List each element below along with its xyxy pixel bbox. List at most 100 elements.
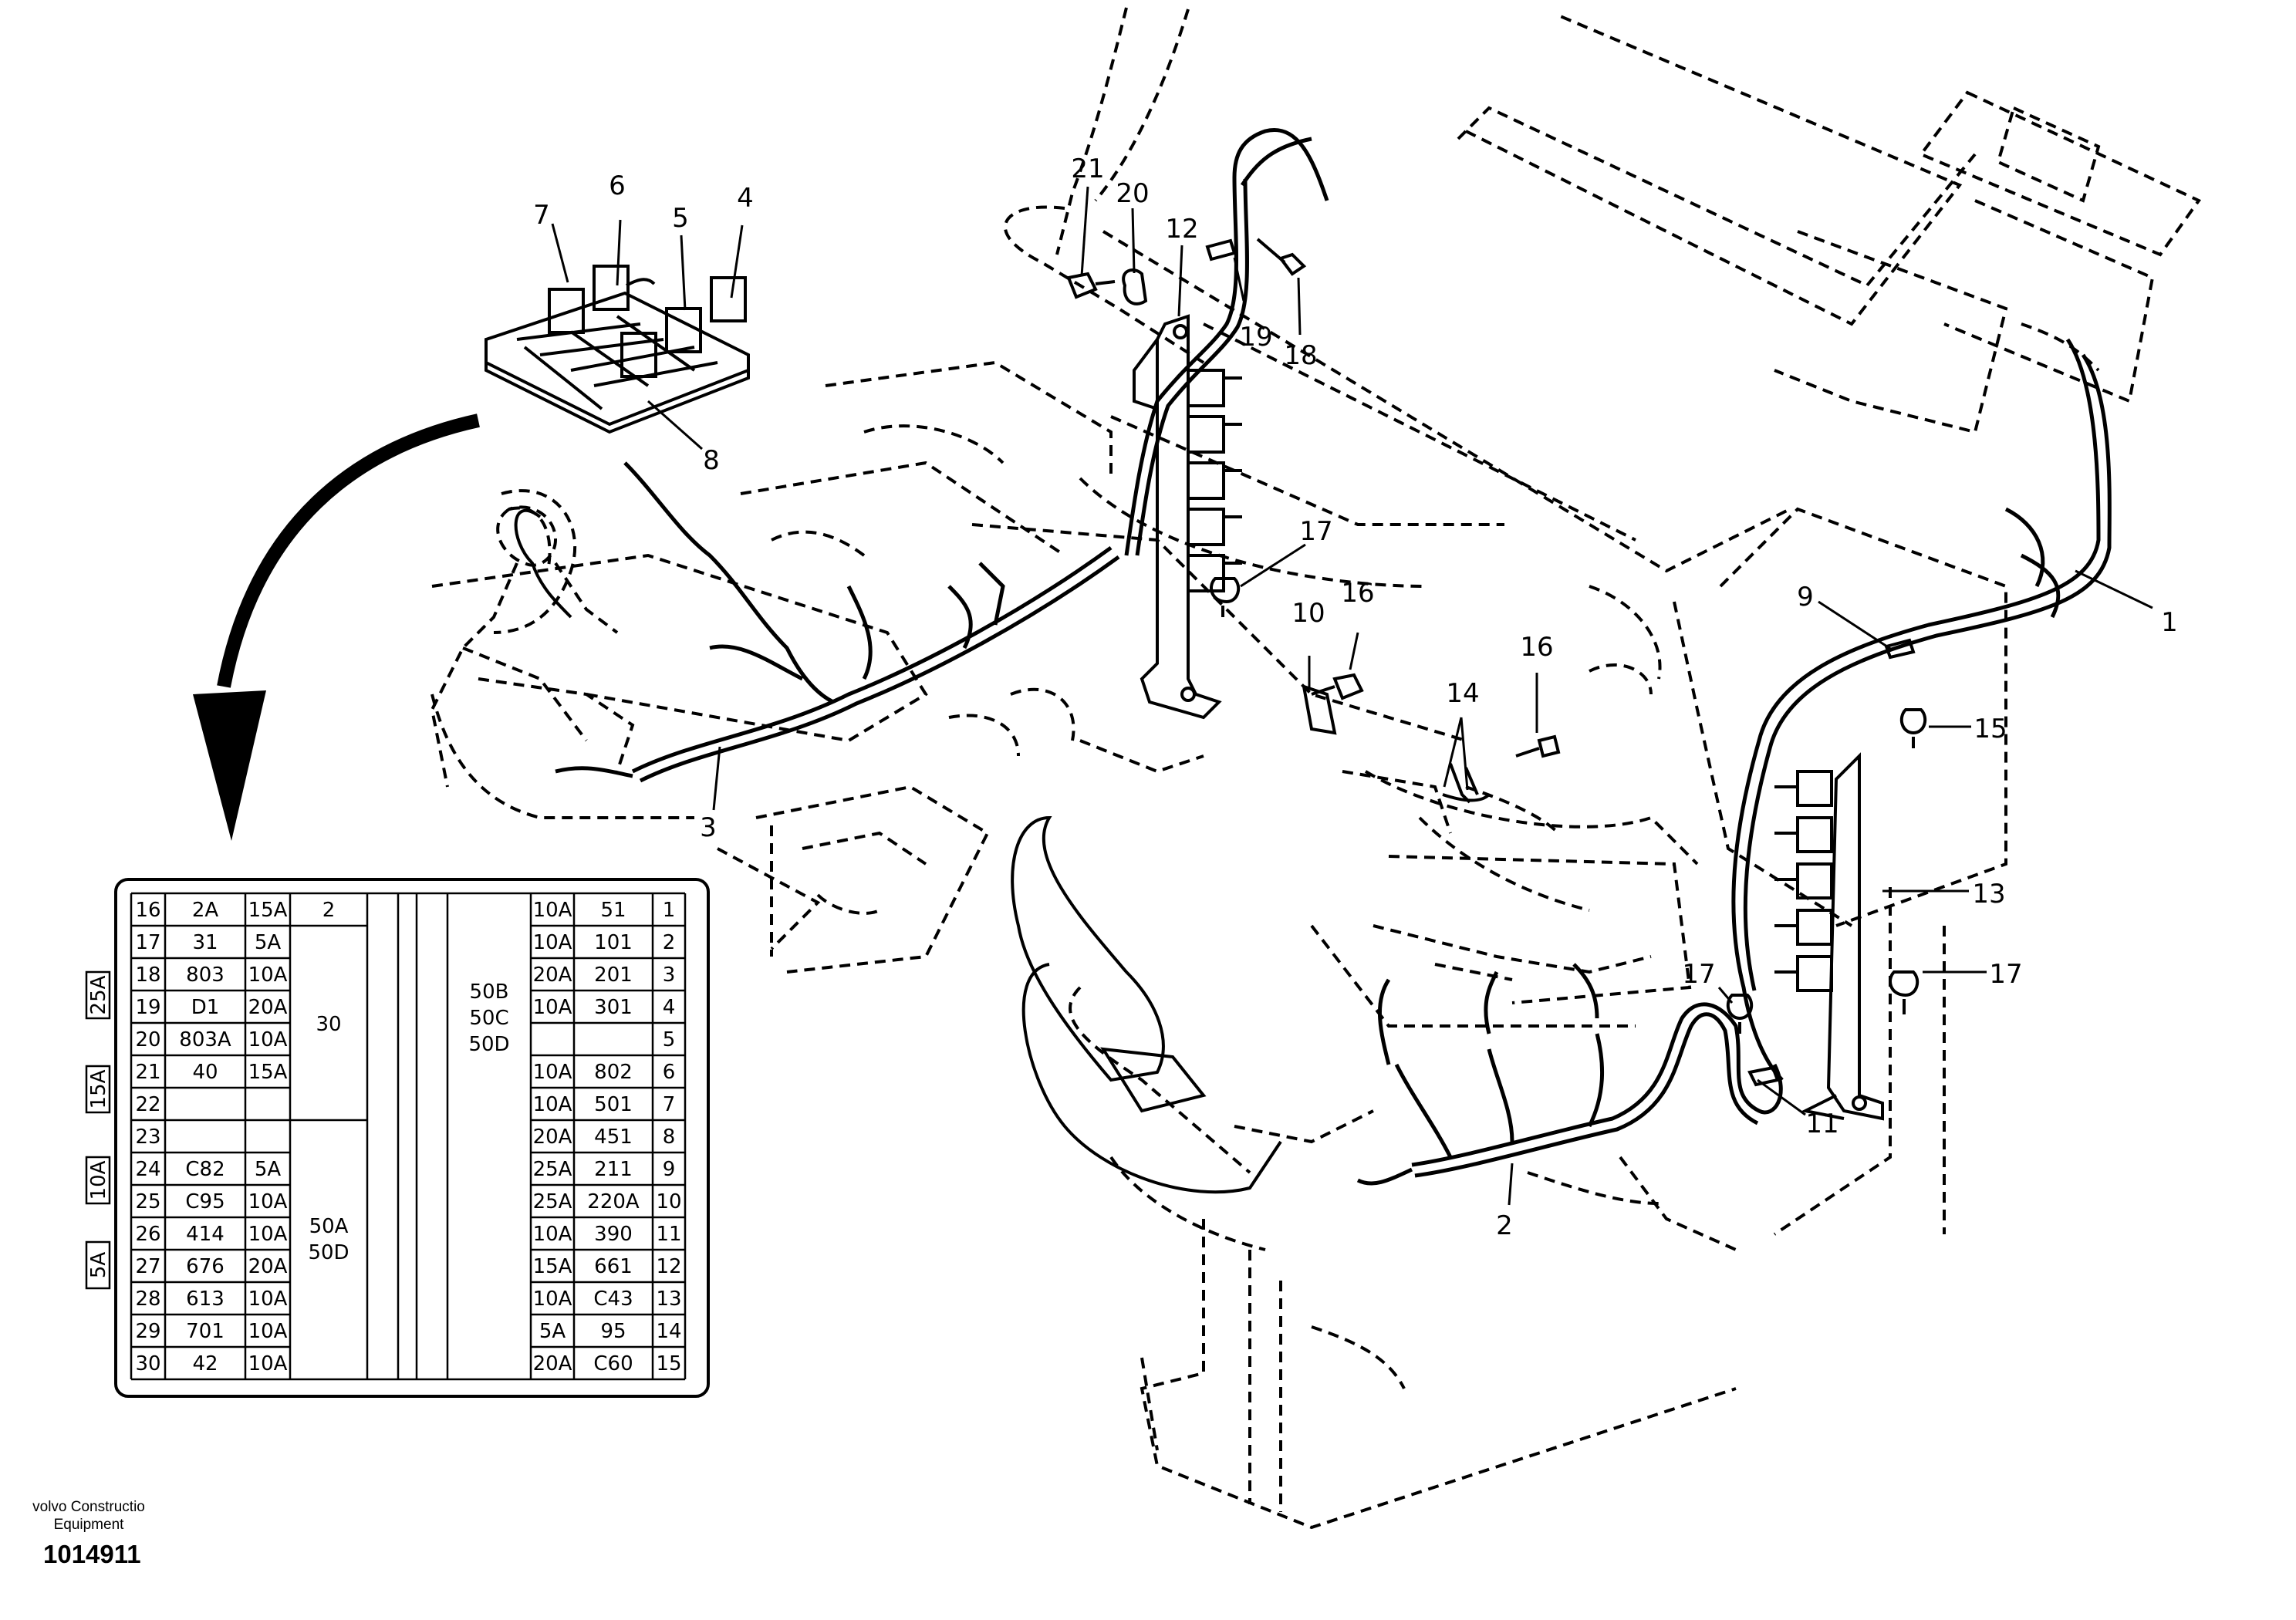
fuse-number: 9 (663, 1158, 676, 1181)
callout-18: 18 (1284, 340, 1317, 371)
callout-16-b: 16 (1520, 632, 1553, 663)
side-rating-label: 25A (85, 970, 111, 1020)
side-label-text: 5A (87, 1252, 110, 1279)
fuse-circuit: 95 (600, 1320, 626, 1343)
side-label-box (85, 1065, 111, 1114)
fuse-number: 25 (135, 1190, 160, 1213)
fuse-number: 28 (135, 1288, 160, 1311)
side-label-box (85, 970, 111, 1020)
fuse-circuit: 501 (594, 1093, 633, 1116)
fuse-circuit: C95 (185, 1190, 225, 1213)
bracket-13 (1774, 752, 1884, 1121)
fuse-rating: 20A (533, 1352, 572, 1375)
callout-3: 3 (700, 812, 717, 843)
relay-label: 50D (308, 1241, 349, 1264)
fuse-rating: 20A (248, 996, 288, 1019)
fuse-number: 30 (135, 1352, 160, 1375)
fuse-circuit: 301 (594, 996, 633, 1019)
fuse-rating: 5A (255, 1158, 282, 1181)
fuse-rating: 10A (533, 899, 572, 922)
fuse-rating: 10A (248, 964, 288, 987)
fuse-rating: 10A (533, 996, 572, 1019)
company-line-2: Equipment (53, 1517, 124, 1533)
callout-15: 15 (1974, 714, 2007, 744)
fuse-number: 15 (656, 1352, 681, 1375)
fuse-number: 4 (663, 996, 676, 1019)
callout-11: 11 (1805, 1109, 1838, 1139)
callout-9: 9 (1797, 582, 1814, 613)
fuse-rating: 15A (248, 899, 288, 922)
fuse-number: 7 (663, 1093, 676, 1116)
fuse-number: 16 (135, 899, 160, 922)
fuse-rating: 10A (248, 1320, 288, 1343)
fuse-number: 17 (135, 931, 160, 954)
fuse-number: 23 (135, 1126, 160, 1149)
fuse-rating: 5A (255, 931, 282, 954)
callout-19: 19 (1239, 322, 1272, 353)
company-line-1: volvo Constructio (32, 1499, 145, 1515)
fuse-rating: 15A (248, 1061, 288, 1084)
fuse-number: 1 (663, 899, 676, 922)
equipment-outline (514, 509, 1282, 1194)
fuse-number: 18 (135, 964, 160, 987)
fuse-circuit: C60 (593, 1352, 633, 1375)
side-label-box (85, 1240, 111, 1290)
fuse-number: 11 (656, 1223, 681, 1246)
fuse-circuit: 451 (594, 1126, 633, 1149)
callout-17-b: 17 (1682, 959, 1715, 990)
relay-label: 50D (468, 1033, 509, 1056)
callout-17-c: 17 (1989, 959, 2022, 990)
company-name: volvo Constructio Equipment (15, 1498, 162, 1534)
fuse-rating: 10A (533, 931, 572, 954)
fuse-circuit: 803 (186, 964, 225, 987)
side-rating-label: 15A (85, 1065, 111, 1114)
relay-label: 50C (469, 1007, 508, 1030)
relay-label: 2 (322, 899, 336, 922)
fuse-circuit: 101 (594, 931, 633, 954)
fuse-rating: 10A (248, 1223, 288, 1246)
fuse-circuit: 803A (179, 1028, 231, 1051)
relay-label: 50A (309, 1215, 349, 1238)
fuse-rating: 5A (539, 1320, 566, 1343)
fuse-number: 27 (135, 1255, 160, 1278)
document-number: 1014911 (43, 1540, 141, 1568)
side-rating-label: 10A (85, 1156, 111, 1205)
relay-label: 30 (316, 1013, 341, 1036)
relay-label: 50B (470, 980, 509, 1004)
fuse-number: 3 (663, 964, 676, 987)
fuse-circuit: 201 (594, 964, 633, 987)
fuse-number: 5 (663, 1028, 676, 1051)
callout-10: 10 (1292, 598, 1325, 629)
callout-12: 12 (1165, 214, 1198, 245)
fuse-rating: 10A (248, 1190, 288, 1213)
harness-3 (555, 461, 1120, 783)
fuse-number: 6 (663, 1061, 676, 1084)
fuse-circuit: 661 (594, 1255, 633, 1278)
fuse-rating: 10A (248, 1028, 288, 1051)
fuse-number: 29 (135, 1320, 160, 1343)
fuse-circuit: 414 (186, 1223, 225, 1246)
fuse-number: 20 (135, 1028, 160, 1051)
fuse-number: 19 (135, 996, 160, 1019)
callout-6: 6 (609, 170, 626, 201)
side-label-text: 10A (87, 1160, 110, 1200)
fuse-rating: 20A (533, 964, 572, 987)
leader-lines (551, 186, 2153, 1206)
pointer-arrow (193, 413, 480, 841)
fuse-circuit: C43 (593, 1288, 633, 1311)
fuse-rating: 10A (533, 1223, 572, 1246)
fuse-circuit: 40 (192, 1061, 218, 1084)
callout-13: 13 (1972, 879, 2005, 910)
side-label-text: 25A (87, 975, 110, 1014)
fuse-rating: 25A (533, 1158, 572, 1181)
fuse-rating: 15A (533, 1255, 572, 1278)
fuse-rating: 25A (533, 1190, 572, 1213)
fuse-number: 24 (135, 1158, 160, 1181)
fuse-circuit: 31 (192, 931, 218, 954)
fuse-circuit: 51 (600, 899, 626, 922)
fuse-number: 14 (656, 1320, 681, 1343)
fasteners (1066, 238, 1927, 1087)
fuse-number: 12 (656, 1255, 681, 1278)
callout-21: 21 (1071, 154, 1104, 184)
